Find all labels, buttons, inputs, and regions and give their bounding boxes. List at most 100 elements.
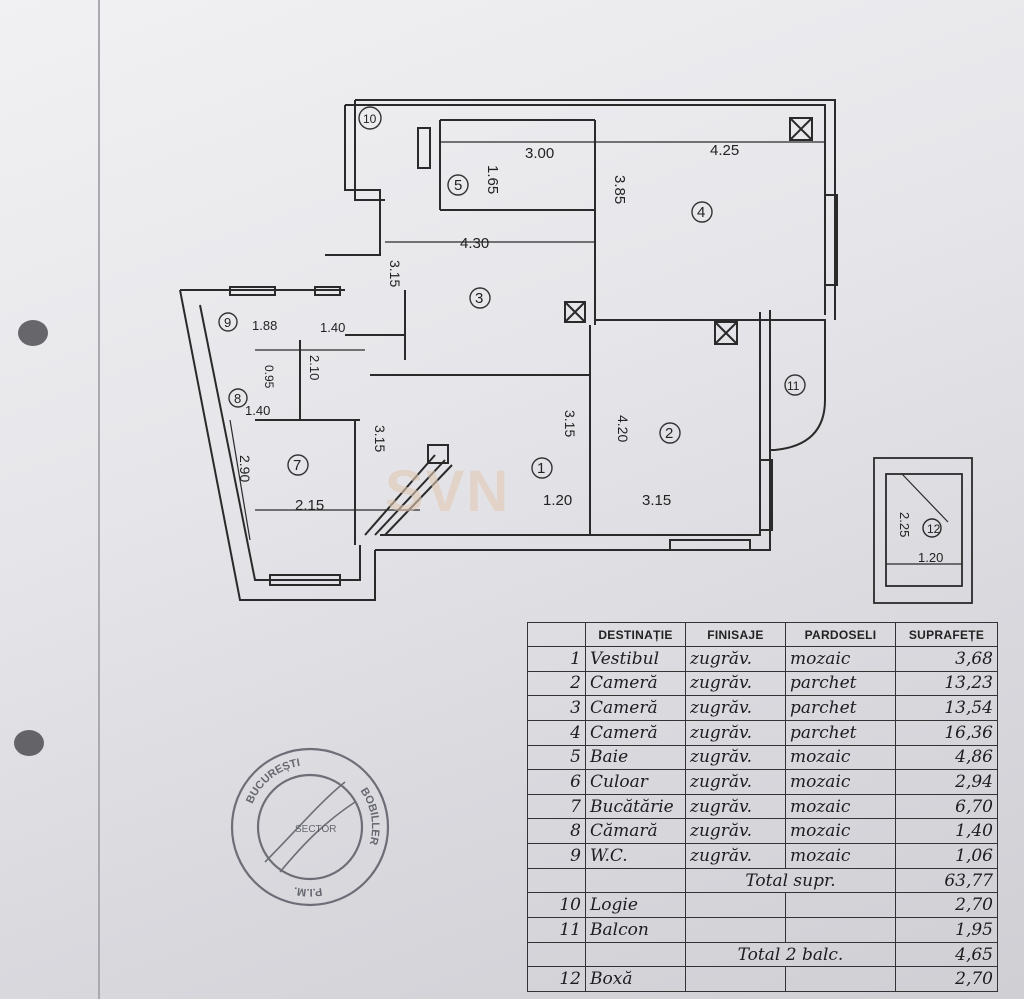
row-destination: Logie (585, 892, 686, 919)
row-number: 1 (527, 646, 586, 672)
box-detail-drawing: 12 2.25 1.20 (873, 457, 973, 604)
table-row: 10 Logie 2,70 (527, 892, 998, 919)
dim-315d: 3.15 (642, 492, 671, 509)
room-number-3: 3 (475, 290, 483, 307)
row-destination: W.C. (585, 843, 686, 869)
svg-text:P.I.M.: P.I.M. (292, 884, 322, 898)
dim-110: 2.10 (307, 355, 322, 380)
row-area: 16,36 (895, 719, 998, 746)
table-row: 6 Culoar zugrăv. mozaic 2,94 (527, 769, 998, 795)
row-finish: zugrăv. (685, 719, 786, 746)
punch-hole-top (18, 320, 48, 346)
room-number-8: 8 (234, 391, 241, 406)
total-balcony-row: Total 2 balc. 4,65 (527, 941, 998, 968)
dim-095: 0.95 (262, 365, 276, 389)
row-finish: zugrăv. (685, 793, 786, 820)
svg-text:BUCUREȘTI: BUCUREȘTI (244, 757, 301, 806)
row-destination: Boxă (585, 966, 686, 992)
row-area: 13,54 (895, 695, 998, 721)
row-destination: Vestibul (585, 646, 686, 672)
table-row: 1 Vestibul zugrăv. mozaic 3,68 (527, 646, 998, 672)
watermark-logo: SVN (385, 459, 511, 524)
dim-188: 1.88 (252, 318, 277, 333)
row-area: 3,68 (895, 646, 998, 672)
dim-165: 1.65 (484, 165, 501, 194)
row-finish: zugrăv. (685, 670, 786, 697)
dim-120: 1.20 (543, 492, 572, 509)
row-destination: Culoar (585, 769, 686, 795)
row-floor: mozaic (785, 793, 896, 820)
row-destination: Baie (585, 744, 686, 771)
room-number-10: 10 (363, 112, 377, 126)
row-finish: zugrăv. (685, 769, 786, 795)
row-area: 1,40 (895, 818, 998, 845)
room-number-9: 9 (224, 315, 231, 330)
row-destination: Cameră (585, 695, 686, 721)
room-number-7: 7 (293, 457, 301, 474)
row-finish: zugrăv. (685, 843, 786, 869)
row-area: 6,70 (895, 793, 998, 820)
table-row: 5 Baie zugrăv. mozaic 4,86 (527, 744, 998, 771)
table-row: 7 Bucătărie zugrăv. mozaic 6,70 (527, 793, 998, 820)
total-balcony-value: 4,65 (895, 941, 998, 968)
row-number: 2 (527, 670, 586, 697)
row-area: 2,94 (895, 769, 998, 795)
dim-315c: 3.15 (562, 410, 578, 437)
dim-430: 4.30 (460, 235, 489, 252)
row-floor: parchet (785, 670, 896, 697)
dim-140b: 1.40 (245, 403, 270, 418)
room-number-2: 2 (665, 425, 673, 442)
header-destinatie: DESTINAȚIE (585, 622, 686, 647)
stamp-text-3: P.I.M. (292, 884, 322, 898)
row-number: 5 (527, 744, 586, 771)
dim-425: 4.25 (710, 142, 739, 159)
table-row: 8 Cămară zugrăv. mozaic 1,40 (527, 818, 998, 845)
row-floor: parchet (785, 695, 896, 721)
floor-plan-drawing: 3.00 4.25 1.65 3.85 4.30 3.15 1.88 1.40 … (179, 99, 838, 601)
table-row: 12 Boxă 2,70 (527, 966, 998, 992)
header-pardoseli: PARDOSELI (785, 622, 896, 647)
room-number-5: 5 (454, 177, 462, 194)
room-number-12: 12 (927, 522, 941, 536)
header-finisaje: FINISAJE (685, 622, 786, 647)
dim-140a: 1.40 (320, 320, 345, 335)
dim-315b: 3.15 (372, 425, 388, 452)
row-number: 10 (527, 892, 586, 919)
row-destination: Balcon (585, 917, 686, 943)
row-area: 4,86 (895, 744, 998, 771)
row-number: 8 (527, 818, 586, 845)
table-header-row: DESTINAȚIE FINISAJE PARDOSELI SUPRAFEȚE (527, 622, 998, 647)
table-row: 11 Balcon 1,95 (527, 917, 998, 943)
total-balcony-label: Total 2 balc. (685, 941, 896, 968)
dim-315a: 3.15 (387, 260, 403, 287)
row-area: 1,95 (895, 917, 998, 943)
row-area: 2,70 (895, 966, 998, 992)
row-number: 7 (527, 793, 586, 820)
row-finish: zugrăv. (685, 695, 786, 721)
dim-385: 3.85 (611, 175, 628, 204)
row-destination: Bucătărie (585, 793, 686, 820)
room-number-1: 1 (537, 460, 545, 477)
dim-225: 2.25 (897, 512, 912, 537)
row-destination: Cămară (585, 818, 686, 845)
row-floor: mozaic (785, 818, 896, 845)
header-empty (527, 622, 586, 647)
table-row: 2 Cameră zugrăv. parchet 13,23 (527, 670, 998, 697)
floor-plan: 3.00 4.25 1.65 3.85 4.30 3.15 1.88 1.40 … (170, 80, 870, 625)
table-row: 3 Cameră zugrăv. parchet 13,54 (527, 695, 998, 721)
punch-hole-bottom (14, 730, 44, 756)
row-finish: zugrăv. (685, 744, 786, 771)
row-area: 13,23 (895, 670, 998, 697)
room-number-4: 4 (697, 204, 705, 221)
row-area: 1,06 (895, 843, 998, 869)
row-finish: zugrăv. (685, 646, 786, 672)
surfaces-table: DESTINAȚIE FINISAJE PARDOSELI SUPRAFEȚE … (527, 622, 998, 992)
row-destination: Cameră (585, 670, 686, 697)
row-number: 6 (527, 769, 586, 795)
total-value: 63,77 (895, 867, 998, 894)
row-number: 4 (527, 719, 586, 746)
table-row: 9 W.C. zugrăv. mozaic 1,06 (527, 843, 998, 869)
row-floor: parchet (785, 719, 896, 746)
room-number-11: 11 (787, 379, 800, 393)
dim-290: 2.90 (237, 455, 253, 482)
